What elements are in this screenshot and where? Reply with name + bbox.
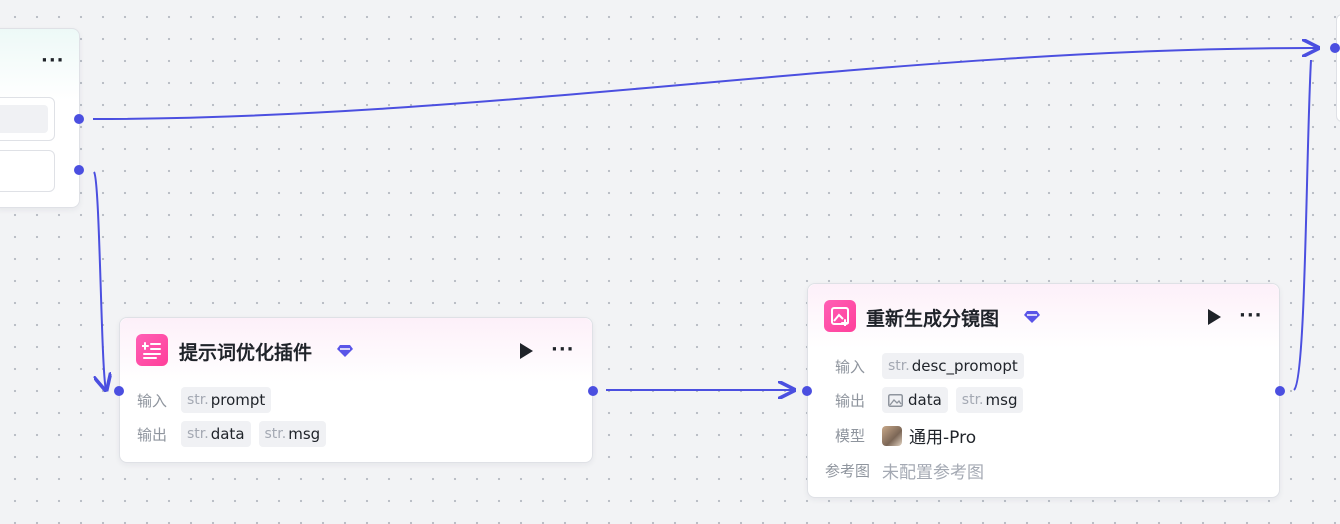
image-type-icon xyxy=(888,393,903,407)
upstream-output-field-2[interactable] xyxy=(0,150,55,192)
input-row: 输入 str.desc_promopt xyxy=(825,353,1032,379)
run-icon[interactable] xyxy=(520,343,533,359)
model-value[interactable]: 通用-Pro xyxy=(909,428,977,448)
regen-node-output-port[interactable] xyxy=(1275,386,1285,396)
input-chip-prompt: str.prompt xyxy=(181,387,272,413)
list-optimize-icon xyxy=(136,334,168,366)
reference-value[interactable]: 未配置参考图 xyxy=(882,463,984,483)
more-icon[interactable]: ··· xyxy=(1239,305,1263,326)
node-title: 提示词优化插件 xyxy=(179,342,313,364)
upstream-node[interactable]: ··· xyxy=(0,28,80,208)
edge-top-to-prompt-plugin[interactable] xyxy=(93,171,106,390)
model-avatar xyxy=(882,425,902,446)
output-chip-msg: str.msg xyxy=(258,421,327,447)
upstream-output-port-2[interactable] xyxy=(74,165,84,175)
premium-gem-icon xyxy=(1024,311,1040,323)
premium-gem-icon xyxy=(337,345,353,357)
more-icon[interactable]: ··· xyxy=(551,339,575,360)
node-title: 重新生成分镜图 xyxy=(866,308,1000,330)
input-row: 输入 str.prompt xyxy=(137,387,279,413)
downstream-input-port[interactable] xyxy=(1330,43,1340,53)
image-regenerate-icon xyxy=(824,300,856,332)
output-row: 输出 str.data str.msg xyxy=(137,421,334,447)
output-chip-msg: str.msg xyxy=(955,387,1024,413)
regen-node-input-port[interactable] xyxy=(802,386,812,396)
more-icon[interactable]: ··· xyxy=(41,50,65,71)
model-row: 模型 通用-Pro xyxy=(825,423,976,448)
output-label: 输出 xyxy=(137,425,168,444)
output-label: 输出 xyxy=(834,391,865,410)
output-chip-data: data xyxy=(882,387,948,413)
prompt-node-input-port[interactable] xyxy=(114,386,124,396)
downstream-node[interactable] xyxy=(1336,14,1340,122)
regenerate-storyboard-node[interactable]: 重新生成分镜图 ··· 输入 str.desc_promopt 输出 data … xyxy=(807,283,1280,498)
upstream-output-port-1[interactable] xyxy=(74,114,84,124)
output-chip-data: str.data xyxy=(181,421,251,447)
input-label: 输入 xyxy=(137,391,168,410)
prompt-optimizer-node[interactable]: 提示词优化插件 ··· 输入 str.prompt 输出 str.data st… xyxy=(119,317,593,463)
run-icon[interactable] xyxy=(1208,309,1221,325)
edge-top-to-right[interactable] xyxy=(92,48,1318,120)
upstream-output-field-1[interactable] xyxy=(0,97,55,141)
prompt-node-output-port[interactable] xyxy=(588,386,598,396)
output-row: 输出 data str.msg xyxy=(825,387,1031,413)
edge-regen-to-right[interactable] xyxy=(1293,59,1312,391)
reference-label: 参考图 xyxy=(825,462,871,480)
input-chip-desc-promopt: str.desc_promopt xyxy=(882,353,1024,379)
reference-row: 参考图 未配置参考图 xyxy=(825,458,984,483)
model-label: 模型 xyxy=(834,427,865,445)
input-label: 输入 xyxy=(834,357,865,376)
